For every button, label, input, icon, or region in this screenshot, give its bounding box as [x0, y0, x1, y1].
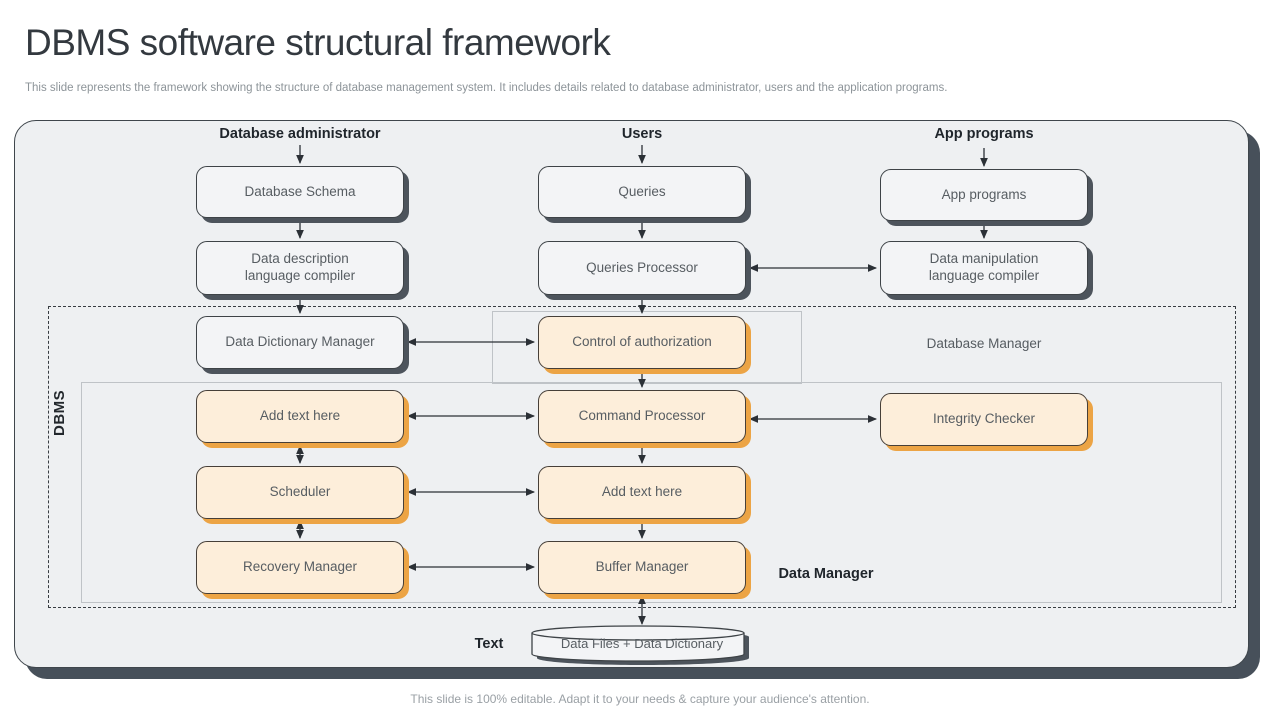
connector-layer	[296, 145, 988, 626]
data-manager-region-border	[81, 382, 1222, 603]
node-add-text-here-2[interactable]: Add text here	[538, 466, 746, 519]
footer-note: This slide is 100% editable. Adapt it to…	[410, 692, 870, 706]
node-label: Control of authorization	[572, 334, 712, 350]
node-queries-processor[interactable]: Queries Processor	[538, 241, 746, 295]
node-label: Queries Processor	[586, 259, 698, 275]
node-queries[interactable]: Queries	[538, 166, 746, 218]
data-manager-label: Data Manager	[778, 566, 874, 582]
node-buffer-manager[interactable]: Buffer Manager	[538, 541, 746, 594]
node-data-dictionary-manager[interactable]: Data Dictionary Manager	[196, 316, 404, 369]
node-control-of-authorization[interactable]: Control of authorization	[538, 316, 746, 369]
node-label: Queries	[618, 183, 666, 199]
node-label: App programs	[941, 186, 1027, 202]
page-subtitle: This slide represents the framework show…	[25, 82, 948, 94]
column-label-text: Database administrator	[219, 126, 381, 142]
database-manager-label: Database Manager	[926, 336, 1042, 351]
page-title: DBMS software structural framework	[25, 22, 611, 63]
cylinder-top	[531, 625, 745, 641]
node-scheduler[interactable]: Scheduler	[196, 466, 404, 519]
column-label-users: Users	[522, 126, 762, 142]
column-label-app-programs: App programs	[864, 126, 1104, 142]
node-database-schema[interactable]: Database Schema	[196, 166, 404, 218]
node-label: Data manipulation language compiler	[928, 251, 1040, 283]
node-label: Data Dictionary Manager	[225, 334, 375, 350]
column-label-text: Users	[621, 126, 663, 142]
node-data-manipulation-language-compiler[interactable]: Data manipulation language compiler	[880, 241, 1088, 295]
node-label: Add text here	[259, 408, 341, 424]
node-label: Integrity Checker	[932, 411, 1036, 427]
node-label: Data description language compiler	[244, 251, 356, 283]
node-label: Scheduler	[269, 484, 331, 500]
data-files-cylinder[interactable]	[531, 625, 755, 671]
node-data-description-language-compiler[interactable]: Data description language compiler	[196, 241, 404, 295]
node-app-programs[interactable]: App programs	[880, 169, 1088, 221]
data-files-cylinder-label: Data Files + Data Dictionary	[560, 636, 724, 651]
authorization-region-border	[492, 311, 802, 384]
node-add-text-here-1[interactable]: Add text here	[196, 390, 404, 443]
text-label: Text	[474, 636, 504, 652]
diagram-panel: Database administrator Users App program…	[14, 120, 1249, 668]
node-label: Add text here	[601, 484, 683, 500]
node-label: Buffer Manager	[595, 559, 689, 575]
column-label-database-administrator: Database administrator	[180, 126, 420, 142]
column-label-text: App programs	[934, 126, 1034, 142]
node-label: Command Processor	[578, 408, 706, 424]
node-integrity-checker[interactable]: Integrity Checker	[880, 393, 1088, 446]
node-label: Database Schema	[244, 183, 356, 199]
node-label: Recovery Manager	[242, 559, 358, 575]
node-command-processor[interactable]: Command Processor	[538, 390, 746, 443]
node-recovery-manager[interactable]: Recovery Manager	[196, 541, 404, 594]
dbms-region-label: DBMS	[51, 389, 68, 437]
cylinder-body	[531, 633, 745, 662]
